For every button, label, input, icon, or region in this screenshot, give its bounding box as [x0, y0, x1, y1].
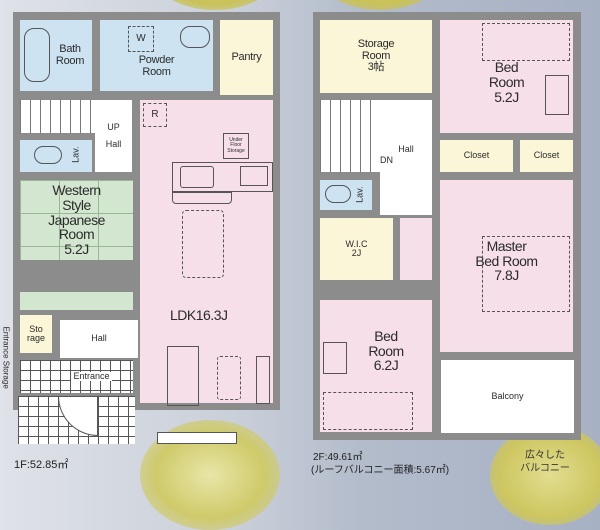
under-floor-label: Under — [229, 136, 243, 143]
storage-1f-label-2: rage — [26, 333, 45, 343]
powder-room-label-2: Room — [142, 65, 171, 78]
sofa-icon — [167, 346, 199, 406]
bed-room-2: Bed Room 6.2J — [320, 300, 432, 432]
ldk-window — [157, 432, 237, 444]
master-bed-room-label: Master — [486, 237, 527, 254]
under-floor-storage: Under Floor Storage — [223, 133, 249, 159]
stairs-up-label: UP — [107, 121, 120, 132]
bed-room-2-label: Bed — [374, 327, 398, 344]
floor-2-area: 2F:49.61㎡ — [313, 452, 363, 463]
pantry: Pantry — [220, 20, 273, 95]
storage-1f-label: Sto — [29, 323, 43, 334]
storage-room-label: Storage — [357, 38, 395, 51]
japanese-room-label-2: Style — [62, 196, 91, 213]
under-floor-label-2: Floor — [230, 142, 242, 149]
master-bed-room: Master Bed Room 7.8J — [440, 180, 573, 352]
japanese-room-area: 5.2J — [64, 241, 89, 258]
refrigerator-icon: R — [143, 103, 167, 127]
sink-icon — [180, 26, 210, 48]
desk-icon — [545, 75, 569, 115]
closet-1-label: Closet — [463, 150, 490, 161]
master-bed-room-area: 7.8J — [494, 267, 519, 284]
washer-label: W — [136, 32, 146, 44]
bed-room-2-label-2: Room — [368, 342, 404, 359]
japanese-room-label-4: Room — [58, 226, 95, 243]
western-japanese-room: Western Style Japanese Room 5.2J — [20, 180, 133, 260]
balcony-label: Balcony — [491, 390, 524, 401]
wic-label: W.I.C — [345, 238, 368, 249]
toilet-icon — [34, 146, 62, 164]
ldk: R Under Floor Storage LDK16.3J — [140, 100, 273, 406]
entrance-storage-vertical-label: Entrance Storage — [1, 326, 11, 389]
storage-room-2f: Storage Room 3帖 — [320, 20, 432, 93]
bath-room: Bath Room — [20, 20, 92, 91]
balcony: Balcony — [441, 360, 574, 433]
bed-icon — [482, 23, 570, 61]
bed-room-1: Bed Room 5.2J — [440, 20, 573, 133]
kitchen-counter — [172, 162, 273, 192]
closet-1: Closet — [440, 140, 513, 172]
washer-icon: W — [128, 26, 154, 52]
bed-room-1-label-2: Room — [488, 74, 525, 91]
sun-glow-top-right — [315, 0, 445, 10]
dining-table-icon — [182, 210, 224, 278]
ldk-label: LDK16.3J — [170, 307, 228, 323]
powder-room-label: Powder — [138, 53, 175, 66]
storage-room-label-2: Room — [361, 49, 391, 62]
entrance: Entrance — [20, 360, 133, 393]
coffee-table-icon — [217, 356, 241, 400]
stove-icon — [240, 166, 268, 186]
tv-stand-icon — [256, 356, 270, 404]
callout-line-2: バルコニー — [520, 462, 570, 474]
bathtub-icon — [24, 28, 50, 82]
closet-2-label: Closet — [533, 150, 560, 161]
lav-1f-label: Lav. — [70, 146, 81, 163]
hall-lower: Hall — [60, 320, 138, 358]
wic-area: 2J — [351, 248, 362, 258]
floor-1-area: 1F:52.85㎡ — [14, 459, 69, 471]
wic-corridor — [400, 218, 432, 280]
pantry-label: Pantry — [231, 50, 262, 63]
lavatory-1f: Lav. — [20, 140, 92, 172]
japanese-room-strip — [20, 292, 133, 310]
japanese-room-label: Western — [52, 182, 101, 199]
powder-room: W Powder Room — [100, 20, 213, 91]
walk-in-closet: W.I.C 2J — [320, 218, 393, 280]
storage-room-area: 3帖 — [367, 61, 385, 74]
japanese-room-label-3: Japanese — [48, 211, 105, 228]
hall-2f: Hall DN — [380, 100, 432, 215]
bed-room-2-area: 6.2J — [373, 357, 399, 374]
lavatory-2f: Lav. — [320, 180, 372, 210]
staircase-2f[interactable] — [320, 100, 380, 172]
hall-2f-label: Hall — [398, 143, 414, 154]
closet-2: Closet — [520, 140, 573, 172]
master-bed-room-label-2: Bed Room — [475, 252, 538, 269]
hall-upper: UP Hall — [95, 100, 132, 172]
toilet-icon — [325, 185, 351, 203]
kitchen-sink-icon — [180, 166, 214, 188]
refrigerator-label: R — [151, 108, 159, 120]
staircase-1f[interactable] — [20, 100, 95, 133]
bath-room-label: Bath — [59, 42, 81, 55]
roof-balcony-area: (ルーフバルコニー面積:5.67㎡) — [311, 465, 450, 476]
balcony-callout-glow — [490, 425, 600, 525]
callout-line-1: 広々した — [525, 450, 565, 461]
stairs-down-label: DN — [380, 155, 393, 165]
bed-room-1-area: 5.2J — [494, 88, 519, 105]
bed-room-1-label: Bed — [494, 59, 519, 76]
bed-icon — [323, 392, 413, 430]
desk-icon — [323, 342, 347, 374]
bath-room-label-2: Room — [55, 54, 85, 67]
under-floor-label-3: Storage — [227, 147, 245, 154]
balcony-callout: 広々した バルコニー — [505, 450, 585, 475]
storage-1f: Sto rage — [20, 315, 52, 353]
hall-upper-label: Hall — [105, 139, 122, 149]
hall-lower-label: Hall — [91, 333, 107, 344]
master-bed-icon — [482, 236, 570, 312]
counter-extension — [172, 192, 232, 204]
sun-glow-top-left — [150, 0, 280, 10]
entrance-label: Entrance — [71, 370, 112, 382]
lav-2f-label: Lav. — [354, 186, 365, 203]
